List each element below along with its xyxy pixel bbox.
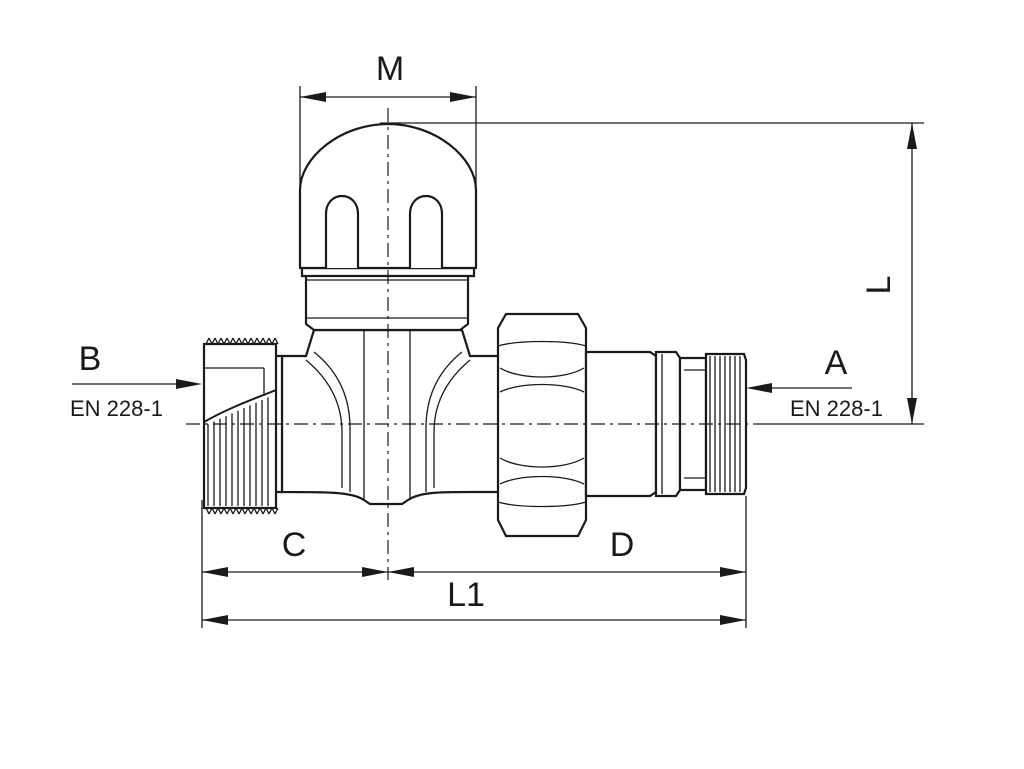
m-arrow-left bbox=[300, 92, 326, 102]
b-label: B bbox=[79, 340, 102, 378]
l-arrow-bottom bbox=[907, 398, 917, 424]
left-thread-tooth-bottom bbox=[214, 507, 219, 515]
left-thread-tooth-bottom bbox=[229, 507, 234, 515]
l-arrow-top bbox=[907, 123, 917, 149]
valve-bonnet bbox=[300, 266, 476, 332]
left-thread-tooth-bottom bbox=[205, 507, 210, 515]
a-label: A bbox=[825, 344, 848, 382]
left-thread-cut bbox=[203, 389, 277, 423]
cap-slot-right bbox=[408, 194, 444, 268]
left-thread-tooth-bottom bbox=[268, 507, 273, 515]
left-threaded-inlet bbox=[202, 337, 284, 515]
left-thread-tooth-top bbox=[241, 337, 246, 345]
left-thread-tooth-bottom bbox=[244, 507, 249, 515]
c-arrow-right bbox=[362, 567, 388, 577]
left-thread-tooth-bottom bbox=[223, 507, 228, 515]
left-thread-tooth-top bbox=[253, 337, 258, 345]
left-thread-teeth bbox=[205, 337, 279, 515]
left-thread-body bbox=[202, 342, 278, 510]
left-thread-tooth-bottom bbox=[217, 507, 222, 515]
m-label: M bbox=[376, 50, 404, 88]
nut-face-3 bbox=[499, 457, 585, 468]
a-arrow bbox=[746, 383, 772, 393]
b-standard-label: EN 228-1 bbox=[70, 396, 163, 421]
left-thread-tooth-top bbox=[268, 337, 273, 345]
left-thread-tooth-top bbox=[211, 337, 216, 345]
left-thread-tooth-bottom bbox=[211, 507, 216, 515]
left-thread-tooth-top bbox=[226, 337, 231, 345]
nut-face-top bbox=[497, 340, 587, 347]
l1-arrow-right bbox=[720, 615, 746, 625]
b-arrow bbox=[176, 379, 202, 389]
l1-arrow-left bbox=[202, 615, 228, 625]
nut-face-bottom bbox=[497, 501, 587, 508]
left-thread-tooth-top bbox=[244, 337, 249, 345]
nut-face-1 bbox=[499, 367, 585, 378]
left-thread-tooth-top bbox=[250, 337, 255, 345]
cap-slot-left bbox=[324, 194, 360, 268]
left-thread-tooth-top bbox=[220, 337, 225, 345]
left-thread-tooth-bottom bbox=[253, 507, 258, 515]
a-standard-label: EN 228-1 bbox=[790, 396, 883, 421]
left-thread-tooth-bottom bbox=[220, 507, 225, 515]
left-thread-tooth-top bbox=[274, 337, 279, 345]
left-thread-tooth-bottom bbox=[226, 507, 231, 515]
bottom-dimensions: C D L1 bbox=[201, 496, 747, 628]
left-thread-tooth-bottom bbox=[235, 507, 240, 515]
left-thread-tooth-top bbox=[229, 337, 234, 345]
dimension-m: M bbox=[299, 50, 477, 184]
d-arrow-left bbox=[388, 567, 414, 577]
left-thread-tooth-bottom bbox=[259, 507, 264, 515]
valve-body bbox=[280, 328, 502, 506]
left-thread-tooth-top bbox=[265, 337, 270, 345]
nut-outline bbox=[496, 312, 588, 538]
left-thread-tooth-bottom bbox=[247, 507, 252, 515]
left-thread-tooth-top bbox=[262, 337, 267, 345]
nut-face-2 bbox=[499, 383, 585, 393]
c-arrow-left bbox=[202, 567, 228, 577]
left-thread-tooth-top bbox=[271, 337, 276, 345]
left-thread-tooth-bottom bbox=[256, 507, 261, 515]
m-arrow-right bbox=[450, 92, 476, 102]
left-thread-tooth-top bbox=[235, 337, 240, 345]
left-thread-tooth-top bbox=[256, 337, 261, 345]
body-waist-left bbox=[313, 351, 351, 492]
left-thread-tooth-top bbox=[217, 337, 222, 345]
inlet-b-callout: B EN 228-1 bbox=[70, 340, 202, 421]
body-waist-left-inner bbox=[305, 359, 343, 488]
left-thread-tooth-top bbox=[214, 337, 219, 345]
left-thread-tooth-bottom bbox=[208, 507, 213, 515]
body-waist-right bbox=[425, 351, 463, 492]
left-thread-tooth-bottom bbox=[232, 507, 237, 515]
body-waist-right-inner bbox=[433, 359, 471, 488]
left-thread-tooth-top bbox=[247, 337, 252, 345]
left-thread-tooth-bottom bbox=[262, 507, 267, 515]
bonnet-ring bbox=[304, 270, 470, 332]
left-thread-tooth-top bbox=[232, 337, 237, 345]
left-thread-tooth-bottom bbox=[274, 507, 279, 515]
l1-label: L1 bbox=[447, 576, 485, 614]
d-arrow-right bbox=[720, 567, 746, 577]
union-nut bbox=[496, 312, 588, 538]
left-thread-tooth-top bbox=[238, 337, 243, 345]
left-thread-tooth-top bbox=[208, 337, 213, 345]
nut-face-4 bbox=[499, 475, 585, 485]
l-label: L bbox=[860, 276, 898, 295]
left-thread-tooth-top bbox=[205, 337, 210, 345]
left-thread-tooth-top bbox=[223, 337, 228, 345]
left-thread-tooth-bottom bbox=[265, 507, 270, 515]
left-thread-tooth-top bbox=[259, 337, 264, 345]
left-thread-tooth-bottom bbox=[250, 507, 255, 515]
body-main bbox=[280, 328, 502, 506]
left-thread-tooth-bottom bbox=[238, 507, 243, 515]
outlet-a-callout: A EN 228-1 bbox=[746, 344, 883, 421]
left-thread-tooth-bottom bbox=[271, 507, 276, 515]
left-thread-tooth-bottom bbox=[241, 507, 246, 515]
dimension-l: L bbox=[380, 122, 924, 425]
d-label: D bbox=[610, 526, 635, 564]
c-label: C bbox=[282, 526, 307, 564]
